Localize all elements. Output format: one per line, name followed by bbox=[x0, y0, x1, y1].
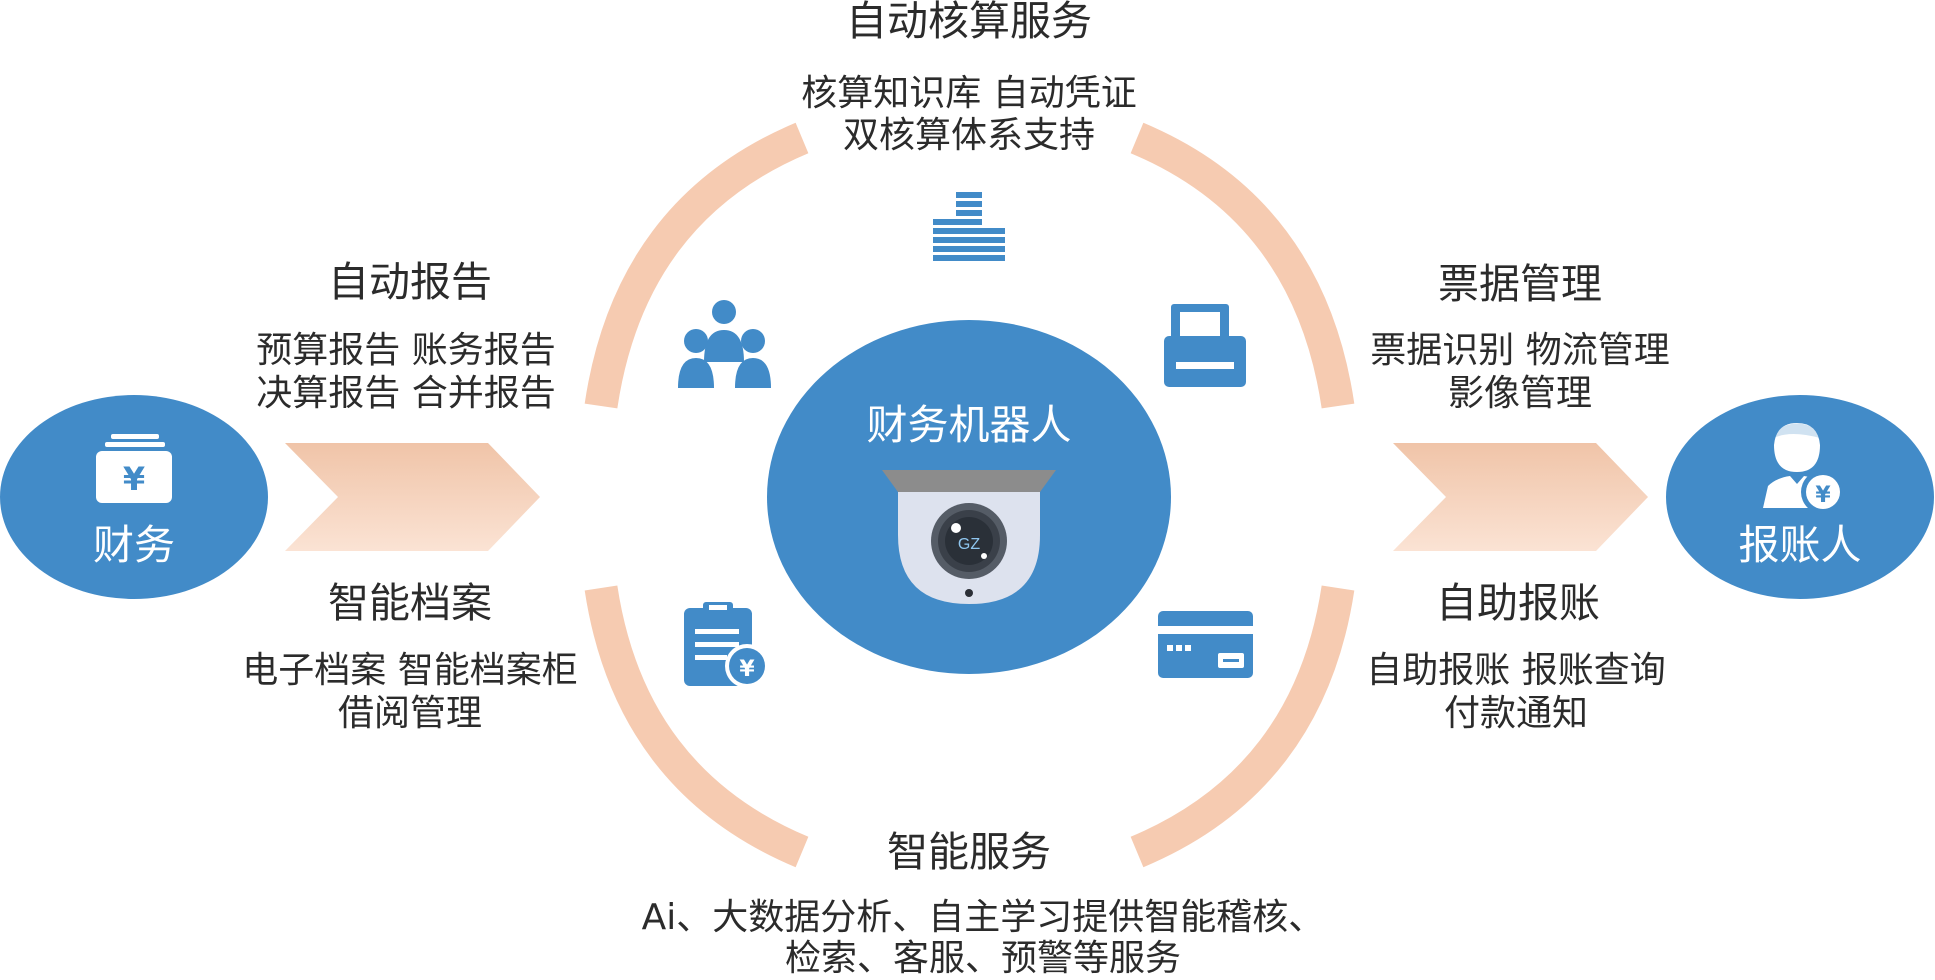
section-line: 自助报账 报账查询 bbox=[1366, 650, 1666, 691]
person-yen-icon: ¥ bbox=[1763, 423, 1845, 514]
section-line: 付款通知 bbox=[1443, 693, 1589, 734]
left-node-label: 财务 bbox=[93, 521, 175, 569]
center-node-label: 财务机器人 bbox=[866, 401, 1072, 449]
yen-cashbox-icon: ¥ bbox=[96, 434, 172, 503]
right-node-label: 报账人 bbox=[1738, 521, 1862, 569]
section-title: 自动核算服务 bbox=[846, 0, 1092, 45]
robot-camera-icon: GZ bbox=[882, 470, 1056, 604]
section-line: 票据识别 物流管理 bbox=[1370, 330, 1670, 371]
printer-icon bbox=[1164, 304, 1246, 387]
section-title: 自动报告 bbox=[328, 258, 492, 306]
svg-text:¥: ¥ bbox=[739, 657, 755, 682]
arc-bottom-left bbox=[584, 585, 809, 868]
svg-text:¥: ¥ bbox=[123, 460, 145, 498]
section-title: 智能服务 bbox=[887, 828, 1051, 876]
section-line: Ai、大数据分析、自主学习提供智能稽核、 bbox=[641, 897, 1325, 938]
section-title: 智能档案 bbox=[328, 579, 492, 627]
svg-text:¥: ¥ bbox=[1815, 483, 1831, 508]
section-title: 自助报账 bbox=[1436, 579, 1600, 627]
section-line: 决算报告 合并报告 bbox=[256, 373, 556, 414]
ring-arcs bbox=[584, 122, 1355, 868]
arc-bottom-right bbox=[1130, 585, 1355, 868]
camera-gz-text: GZ bbox=[958, 536, 980, 553]
arc-top-left bbox=[584, 122, 809, 409]
section-line: 双核算体系支持 bbox=[842, 115, 1096, 156]
section-line: 核算知识库 自动凭证 bbox=[801, 73, 1137, 114]
section-line: 影像管理 bbox=[1447, 373, 1593, 414]
clipboard-yen-icon: ¥ bbox=[684, 602, 769, 688]
section-title: 票据管理 bbox=[1438, 260, 1602, 308]
section-line: 借阅管理 bbox=[337, 693, 483, 734]
coin-stack-icon bbox=[933, 192, 1005, 261]
arc-top-right bbox=[1130, 122, 1355, 409]
section-line: 检索、客服、预警等服务 bbox=[784, 938, 1182, 979]
section-line: 电子档案 智能档案柜 bbox=[242, 650, 578, 691]
section-line: 预算报告 账务报告 bbox=[256, 330, 556, 371]
chevron-arrow-right bbox=[1393, 443, 1648, 551]
bank-card-icon bbox=[1158, 611, 1253, 678]
chevron-arrow-left bbox=[285, 443, 540, 551]
team-icon bbox=[678, 300, 771, 388]
